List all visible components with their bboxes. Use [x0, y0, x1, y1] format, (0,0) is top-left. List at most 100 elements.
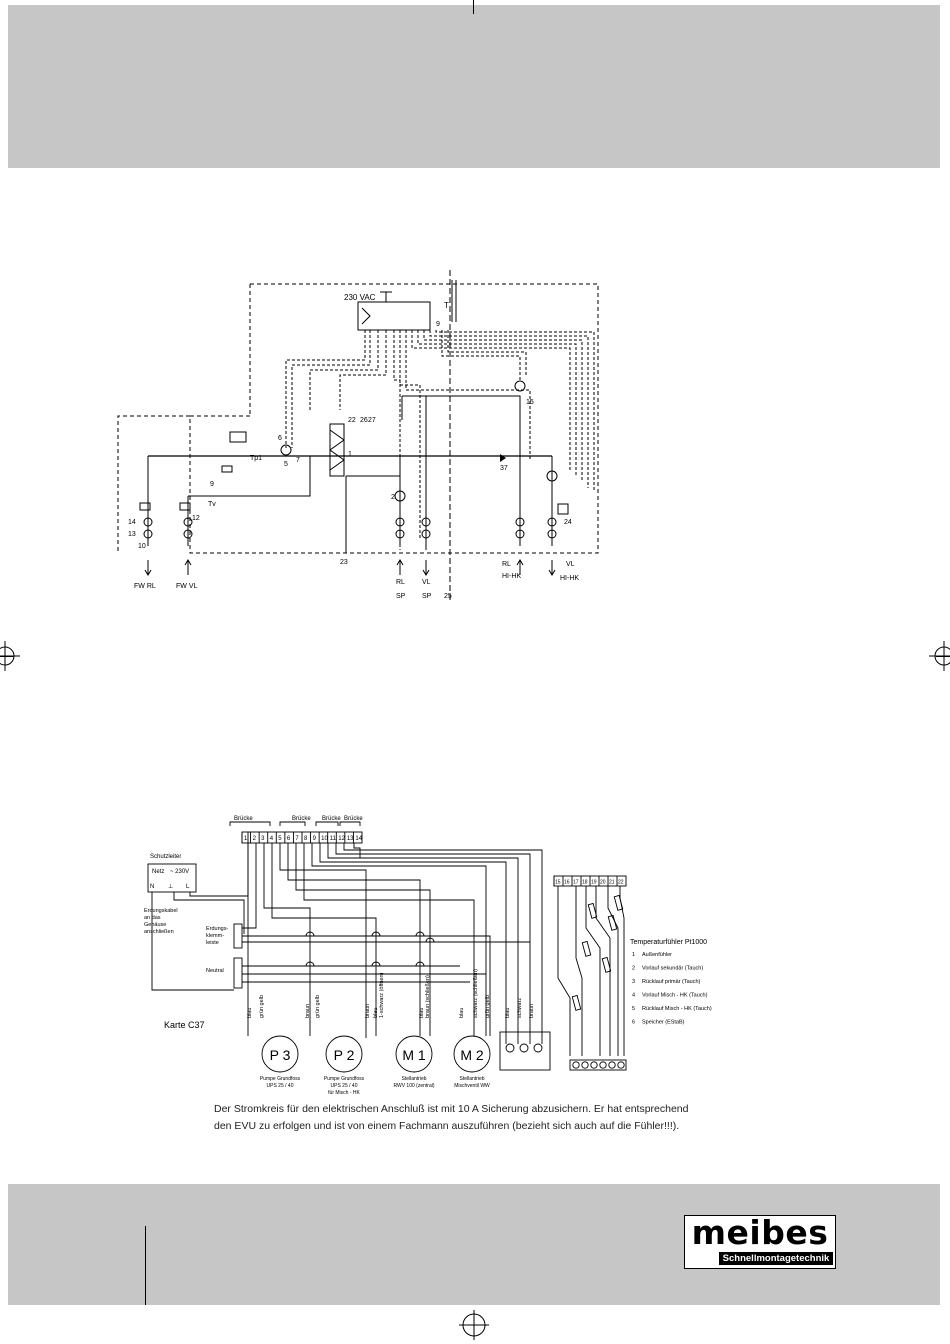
svg-text:Netz: Netz: [152, 869, 164, 875]
sensor-description: Außenfühler: [642, 952, 672, 958]
svg-text:FW VL: FW VL: [176, 583, 197, 590]
device-line-2: RWV 100 (zentral): [393, 1083, 434, 1089]
svg-text:Gehäuse: Gehäuse: [144, 922, 166, 928]
shutoff-valves: [139, 502, 557, 539]
svg-text:6: 6: [278, 435, 282, 442]
footer-divider: [145, 1226, 146, 1305]
company-logo: meibes Schnellmontagetechnik: [684, 1215, 836, 1269]
device-line-1: Pumpe Grundfoss: [260, 1076, 301, 1082]
wire-colour-label: blau: [505, 1008, 511, 1018]
sensor-description: Speicher (EStaB): [642, 1020, 685, 1026]
device-symbol: P 3: [270, 1047, 291, 1063]
controller-unit: [357, 301, 431, 331]
wire-colour-label: blau: [373, 1008, 379, 1018]
terminal-number: 13: [347, 836, 354, 842]
pump-hk: [546, 470, 558, 482]
svg-text:⊥: ⊥: [168, 883, 173, 890]
svg-text:9: 9: [436, 321, 440, 328]
svg-text:N: N: [150, 884, 154, 890]
mains-switch: [147, 863, 197, 893]
logo-wordmark: meibes: [691, 1213, 829, 1252]
svg-text:an das: an das: [144, 915, 161, 921]
device-line-2: UPS 25 / 40: [331, 1083, 358, 1089]
svg-text:12: 12: [192, 515, 200, 522]
svg-text:Neutral: Neutral: [206, 968, 224, 974]
svg-text:Erdungs-: Erdungs-: [206, 926, 228, 932]
svg-text:14: 14: [128, 519, 136, 526]
svg-text:klemm-: klemm-: [206, 933, 224, 939]
sensor-description: Rücklauf primär (Tauch): [642, 979, 701, 985]
signal-cables: [285, 330, 595, 550]
wire-colour-label: blau: [459, 1008, 465, 1018]
pump-2: [394, 490, 406, 502]
bridge-label: Brücke: [292, 816, 311, 822]
terminal-number: 10: [321, 836, 328, 842]
earth-terminal-block: [233, 923, 243, 949]
wire-colour-label: schwarz: [517, 998, 523, 1018]
svg-text:22: 22: [348, 417, 356, 424]
wire-colour-label: blau: [247, 1008, 253, 1018]
sensor-number: 6: [632, 1020, 635, 1026]
port-labels: FW RL FW VL RL VL SP SP RL VL HI-HK HI-H…: [134, 561, 579, 600]
control-boundary: [117, 283, 599, 554]
card-label: Karte C37: [164, 1020, 205, 1030]
device-symbol: M 2: [460, 1047, 484, 1063]
wire-colour-label: braun: [365, 1004, 371, 1018]
valve-5: [280, 444, 292, 456]
terminal-number: 3: [261, 836, 265, 842]
svg-text:leiste: leiste: [206, 940, 219, 946]
hydraulic-schematic: 230 VAC 9 T: [117, 270, 599, 600]
svg-text:23: 23: [340, 559, 348, 566]
wire-colour-label: grün gelb: [485, 995, 491, 1018]
svg-text:Erdungskabel: Erdungskabel: [144, 908, 178, 914]
svg-text:7: 7: [296, 457, 300, 464]
svg-text:2: 2: [391, 494, 395, 501]
terminal-number: 9: [313, 836, 317, 842]
svg-text:25: 25: [444, 593, 452, 600]
sensor-junction-box: [499, 1031, 551, 1071]
terminal-number: 6: [287, 836, 291, 842]
svg-text:HI-HK: HI-HK: [502, 573, 521, 580]
terminal-number: 11: [330, 836, 337, 842]
terminal-number: 1: [244, 836, 248, 842]
svg-text:24: 24: [564, 519, 572, 526]
wire-colour-label: braun: [305, 1004, 311, 1018]
earth-note: Erdungskabel an das Gehäuse anschließen …: [144, 908, 228, 974]
svg-text:RL: RL: [502, 561, 511, 568]
wire-colour-label: 1-schwarz (öffnen): [379, 972, 385, 1018]
svg-text:FW RL: FW RL: [134, 583, 156, 590]
terminal-number: 12: [338, 836, 345, 842]
device-line-2: UPS 25 / 40: [267, 1083, 294, 1089]
terminal-number: 7: [295, 836, 299, 842]
sensor-number: 5: [632, 1006, 635, 1012]
header-band: [8, 5, 940, 168]
switch-title: Schutzleiter: [150, 854, 181, 860]
device-line-1: Stellantrieb: [401, 1076, 426, 1082]
sensor-plug: [569, 1059, 627, 1071]
tank-sensor-24: [557, 503, 569, 515]
bridge-label: Brücke: [344, 816, 363, 822]
fuse-note-line-1: Der Stromkreis für den elektrischen Ansc…: [214, 1103, 689, 1115]
wire-colour-label: braun (schließen): [425, 975, 431, 1018]
outdoor-sensor-label: T: [444, 301, 449, 310]
supply-label: 230 VAC: [344, 293, 376, 302]
wire-colour-label: blau: [419, 1008, 425, 1018]
valve-9: [221, 465, 233, 473]
svg-text:9: 9: [210, 481, 214, 488]
terminal-number: 2: [253, 836, 257, 842]
sensor-terminal-number: 18: [582, 880, 588, 886]
svg-text:VL: VL: [422, 579, 431, 586]
terminal-number: 4: [270, 836, 274, 842]
svg-text:37: 37: [500, 465, 508, 472]
bridge-label: Brücke: [322, 816, 341, 822]
registration-mark-right-icon: [929, 641, 950, 671]
sensor-number: 3: [632, 979, 635, 985]
terminal-number: 5: [278, 836, 282, 842]
sensor-terminal-number: 22: [618, 880, 624, 886]
svg-text:10: 10: [138, 543, 146, 550]
svg-text:5: 5: [284, 461, 288, 468]
logo-tagline: Schnellmontagetechnik: [719, 1252, 833, 1265]
